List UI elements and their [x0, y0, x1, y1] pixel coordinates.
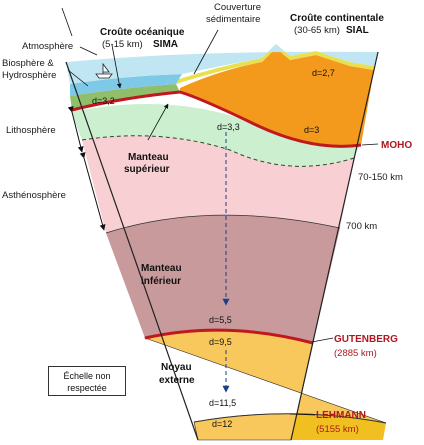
continental-crust-sial: SIAL: [346, 25, 369, 36]
lower-mantle-layer: [106, 215, 340, 343]
upper-mantle-layer: [82, 135, 354, 233]
density-lower-mantle-base: d=5,5: [209, 315, 232, 325]
moho-boundary-line: [71, 90, 362, 148]
atmosphere-pointer: [79, 46, 98, 56]
scale-note-line2: respectée: [67, 383, 107, 393]
ocean-layer: [70, 74, 182, 96]
boundary-700km-line: [105, 214, 341, 234]
continental-crust-title: Croûte continentale: [290, 13, 384, 24]
biosphere-pointer: [67, 69, 89, 87]
ship-icon: [95, 62, 113, 79]
lehmann-label: LEHMANN: [316, 410, 366, 421]
density-continental-base: d=3: [304, 125, 319, 135]
sediment-pointer: [193, 29, 219, 75]
density-outer-core-top: d=9,5: [209, 337, 232, 347]
atmosphere-label: Atmosphère: [22, 41, 73, 52]
moho-pointer: [361, 143, 379, 146]
sediment-label-line1: Couverture: [214, 2, 261, 13]
continental-crust-layer: [180, 48, 374, 147]
asthenosphere-label: Asthénosphère: [2, 190, 66, 201]
oceanic-crust-thickness: (5-15 km): [102, 39, 143, 50]
lithosphere-range-marker: [67, 106, 84, 153]
upper-mantle-label-line1: Manteau: [128, 152, 169, 163]
gutenberg-boundary-line: [144, 328, 314, 345]
lithosphere-base-dashed: [81, 135, 355, 167]
density-inner-core: d=12: [212, 419, 232, 429]
density-upper-mantle: d=3,3: [217, 122, 240, 132]
sediment-layer: [176, 44, 374, 84]
depth-150km-label: 70-150 km: [358, 172, 403, 183]
gutenberg-pointer: [311, 337, 334, 343]
lehmann-boundary-line: [193, 413, 387, 424]
lower-mantle-label-line2: inférieur: [141, 276, 181, 287]
lithospheric-mantle-layer: [71, 104, 360, 167]
density-continental-sial: d=2,7: [312, 68, 335, 78]
oceanic-crust-sima: SIMA: [153, 39, 178, 50]
atmosphere-leader: [61, 7, 73, 37]
biosphere-label-line1: Biosphère &: [2, 58, 54, 69]
biosphere-label-line2: Hydrosphère: [2, 70, 56, 81]
outer-core-label-line1: Noyau: [161, 362, 192, 373]
scale-note-line1: Échelle non: [63, 371, 111, 381]
oceanic-crust-title: Croûte océanique: [100, 27, 185, 38]
continental-crust-thickness: (30-65 km): [294, 25, 340, 36]
lower-mantle-label-line1: Manteau: [141, 263, 182, 274]
lithosphere-label: Lithosphère: [6, 125, 56, 136]
density-oceanic-crust: d=3,2: [92, 96, 115, 106]
scale-note-box: Échelle non respectée: [48, 366, 126, 396]
gutenberg-depth-label: (2885 km): [334, 348, 377, 359]
depth-700km-label: 700 km: [346, 221, 377, 232]
upper-mantle-pointer: [147, 103, 169, 141]
sediment-label-line2: sédimentaire: [206, 14, 260, 25]
wedge-outline: [65, 51, 379, 441]
outer-core-label-line2: externe: [159, 375, 195, 386]
moho-label: MOHO: [381, 140, 412, 151]
lehmann-depth-label: (5155 km): [316, 424, 359, 435]
oceanic-crust-pointer: [111, 44, 122, 89]
gutenberg-label: GUTENBERG: [334, 334, 398, 345]
density-outer-core-base: d=11,5: [209, 398, 236, 408]
atmosphere-layer: [66, 44, 378, 84]
asthenosphere-range-marker: [79, 151, 106, 231]
upper-mantle-label-line2: supérieur: [124, 164, 170, 175]
lehmann-pointer: [289, 413, 316, 416]
